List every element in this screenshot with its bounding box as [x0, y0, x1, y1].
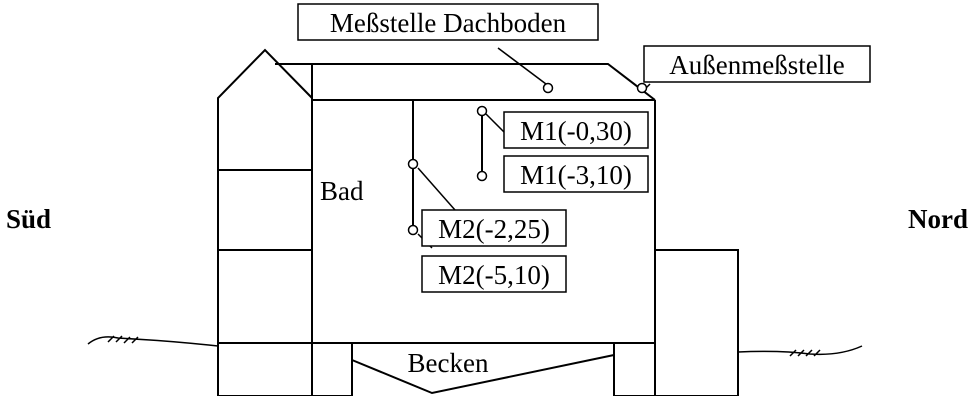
leader-arrows: [417, 47, 651, 249]
m1-upper-box: [503, 111, 649, 149]
ground-left: [87, 335, 219, 347]
sensor-m2-upper-point: [407, 158, 419, 170]
sensor-m1-lower-point: [476, 170, 488, 182]
outside-sensor-label: Außenmeßstelle: [669, 50, 844, 80]
outside-sensor-box: [643, 45, 871, 83]
sensor-outside-point: [636, 82, 648, 94]
m1-upper-label: M1(-0,30): [520, 116, 632, 146]
south-label: Süd: [6, 204, 51, 234]
foundation: [217, 342, 738, 396]
north-label: Nord: [908, 204, 968, 234]
basin-label: Becken: [408, 348, 489, 378]
roof-sensor-box: [297, 3, 599, 41]
sensor-m1-upper-point: [476, 105, 488, 117]
m2-lower-box: [421, 255, 567, 293]
roof-sensor-label: Meßstelle Dachboden: [330, 8, 567, 38]
basin: [351, 354, 615, 395]
bath-label: Bad: [320, 176, 364, 206]
m1-lower-label: M1(-3,10): [520, 160, 632, 190]
m2-lower-label: M2(-5,10): [438, 260, 550, 290]
ground-right: [737, 345, 863, 357]
north-annex: [655, 249, 739, 396]
m1-lower-box: [503, 155, 649, 193]
m2-upper-box: [421, 209, 567, 247]
sensor-m2-lower-point: [407, 224, 419, 236]
m2-upper-label: M2(-2,25): [438, 214, 550, 244]
south-tower: [217, 48, 313, 343]
sensor-roof-point: [542, 82, 554, 94]
